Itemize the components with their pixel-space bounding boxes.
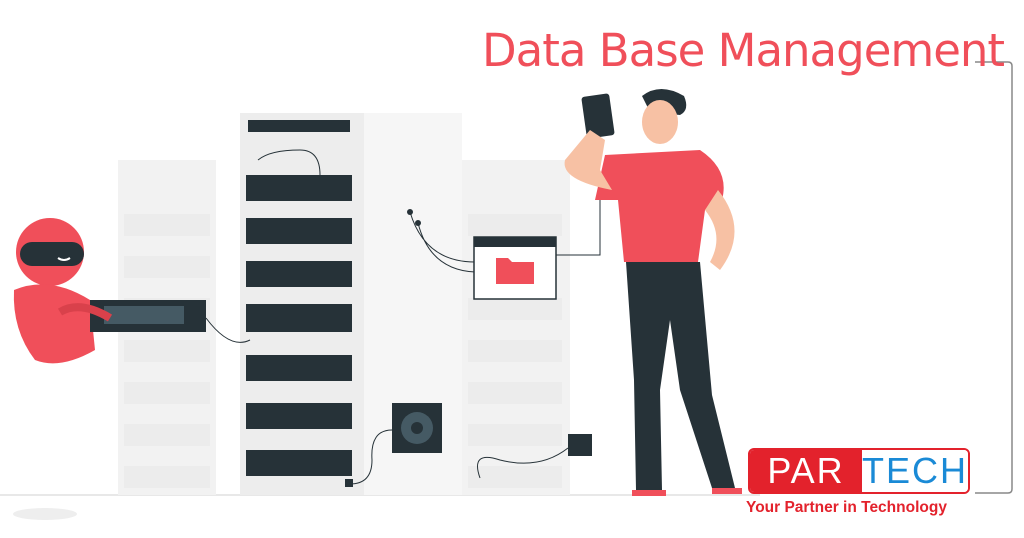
logo-par: PAR (750, 450, 862, 492)
robot-character (13, 218, 251, 364)
logo-tagline: Your Partner in Technology (746, 499, 947, 516)
server-rack-right (462, 160, 570, 495)
server-rack-main (240, 113, 462, 495)
fan-unit (345, 403, 592, 487)
folder-window (407, 195, 601, 300)
partech-logo: PAR TECH (748, 448, 970, 494)
frame-bracket (975, 61, 1013, 494)
person-character (564, 89, 742, 496)
page-title: Data Base Management (482, 24, 1005, 77)
logo-tech: TECH (862, 450, 968, 492)
